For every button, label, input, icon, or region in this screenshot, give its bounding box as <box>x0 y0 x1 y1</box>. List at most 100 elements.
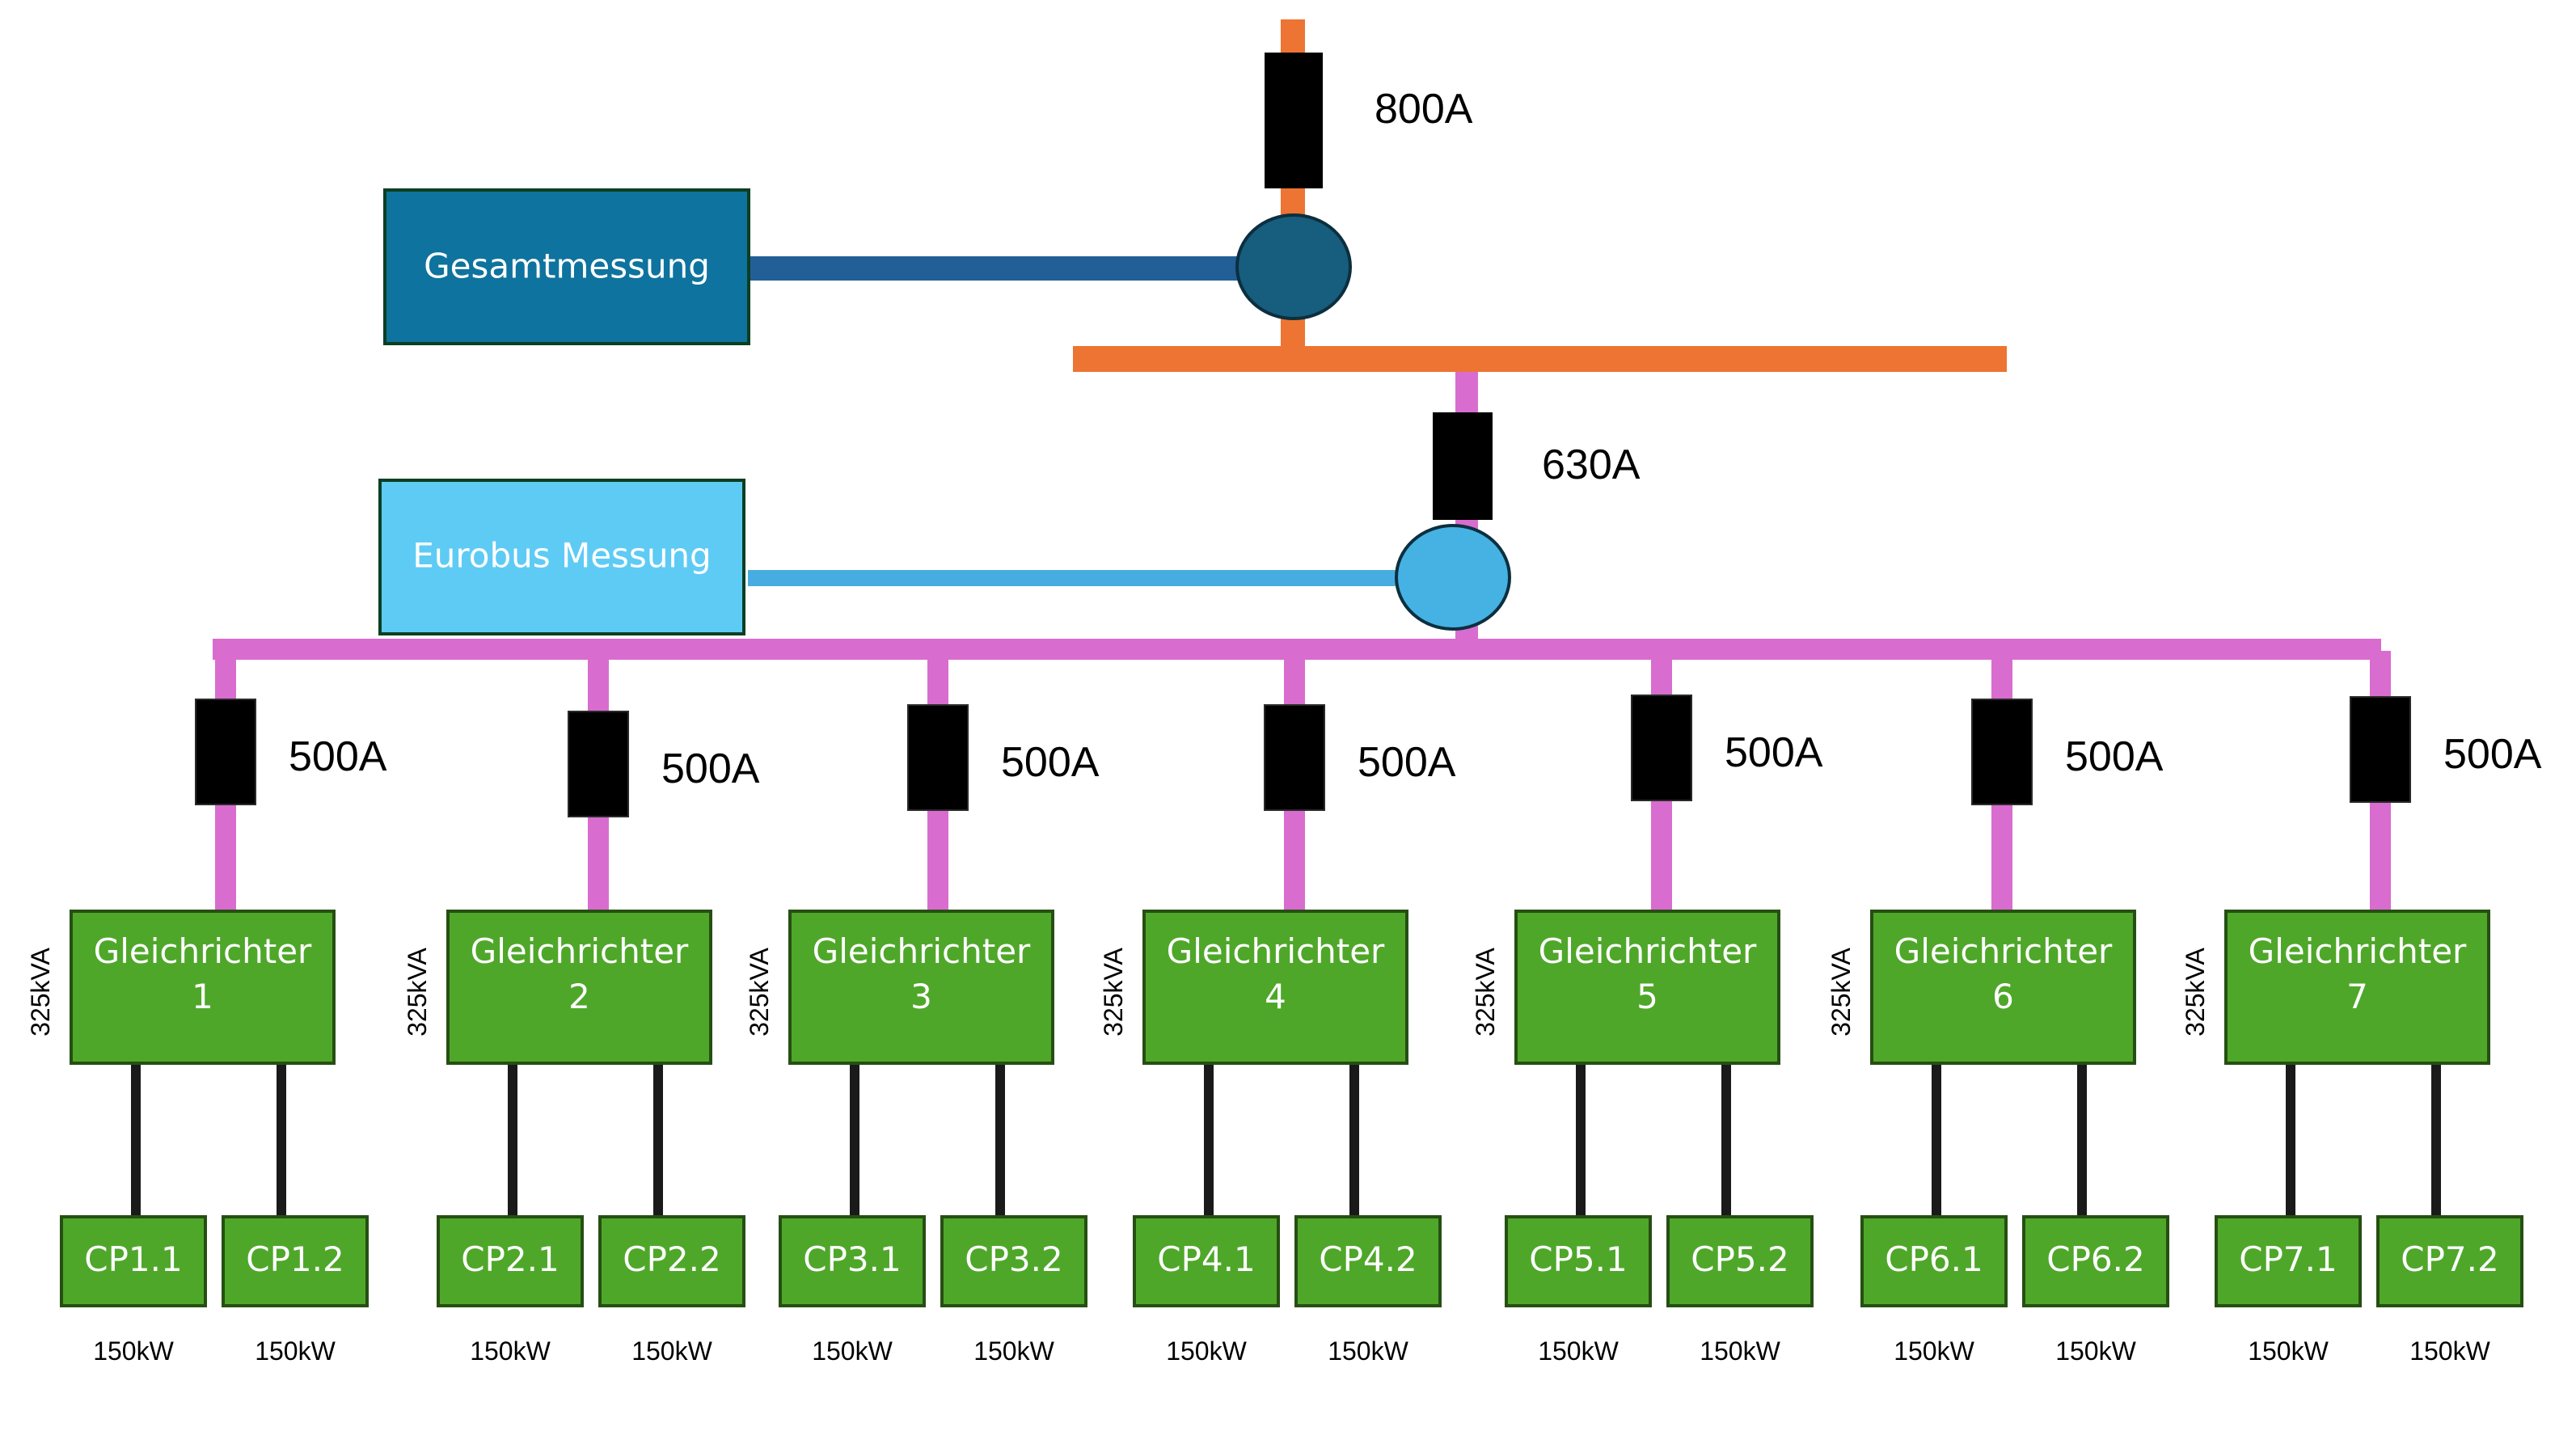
gesamt-measurement-label: Gesamtmessung <box>424 247 710 286</box>
rectifier-number: 7 <box>2346 977 2368 1016</box>
charging-point-name: CP2.1 <box>461 1239 559 1279</box>
branch-breaker-label: 500A <box>1001 739 1100 786</box>
charging-point-name: CP5.2 <box>1691 1239 1788 1279</box>
charging-point-power: 150kW <box>2409 1336 2490 1366</box>
main-breaker-label: 800A <box>1375 86 1473 133</box>
branch-breaker-label: 500A <box>661 745 760 792</box>
charging-point-box <box>1666 1215 1814 1307</box>
branch-breaker-label: 500A <box>1358 739 1456 786</box>
charging-point-power: 150kW <box>812 1336 893 1366</box>
rectifier-box <box>1514 910 1780 1065</box>
rectifier-box <box>1142 910 1408 1065</box>
rectifier-box <box>2224 910 2490 1065</box>
rectifier-number: 2 <box>568 977 590 1016</box>
charging-point-power: 150kW <box>973 1336 1054 1366</box>
charger-cable <box>995 1063 1005 1217</box>
charger-cable <box>1204 1063 1214 1217</box>
charging-point-name: CP2.2 <box>623 1239 720 1279</box>
charger-cable <box>1721 1063 1731 1217</box>
main-feed: 800A <box>1073 19 2007 372</box>
charging-point-box <box>222 1215 369 1307</box>
charging-point-name: CP7.2 <box>2401 1239 2498 1279</box>
eurobus-meter <box>1395 524 1511 631</box>
charging-point-box <box>437 1215 584 1307</box>
rectifier-box <box>446 910 712 1065</box>
charger-cable <box>653 1063 663 1217</box>
charging-point-box <box>2215 1215 2362 1307</box>
charging-point-name: CP6.1 <box>1885 1239 1983 1279</box>
sub-breaker-label: 630A <box>1542 441 1641 488</box>
rectifier-name: Gleichrichter <box>1894 931 2113 971</box>
charger-cable <box>2286 1063 2295 1217</box>
rectifier-box <box>1870 910 2136 1065</box>
charging-point-power: 150kW <box>470 1336 551 1366</box>
charger-cable <box>131 1063 141 1217</box>
rectifier-number: 1 <box>192 977 213 1016</box>
charging-point-name: CP5.1 <box>1529 1239 1627 1279</box>
charger-cable <box>277 1063 286 1217</box>
rectifier-name: Gleichrichter <box>471 931 689 971</box>
charging-point-box <box>598 1215 745 1307</box>
charging-point-box <box>1133 1215 1280 1307</box>
charging-point-name: CP3.1 <box>803 1239 901 1279</box>
eurobus-meter-line <box>748 570 1407 586</box>
main-busbar <box>1073 346 2007 372</box>
eurobus-measurement: Eurobus Messung <box>378 479 1511 635</box>
rectifier-number: 5 <box>1636 977 1658 1016</box>
rectifier-rating: 325kVA <box>2181 947 2210 1036</box>
eurobus-measurement-box <box>378 479 745 635</box>
rectifier-rating: 325kVA <box>1826 947 1856 1036</box>
charging-point-power: 150kW <box>2055 1336 2136 1366</box>
charging-point-box <box>1294 1215 1442 1307</box>
charging-point-name: CP4.1 <box>1157 1239 1255 1279</box>
charging-point-power: 150kW <box>1328 1336 1408 1366</box>
sub-breaker <box>1433 412 1493 520</box>
charging-point-name: CP1.2 <box>246 1239 344 1279</box>
branch-breaker-label: 500A <box>2065 733 2164 780</box>
charger-cable <box>850 1063 859 1217</box>
charging-point-box <box>60 1215 207 1307</box>
rectifier-name: Gleichrichter <box>1539 931 1757 971</box>
rectifier-name: Gleichrichter <box>94 931 312 971</box>
rectifier-name: Gleichrichter <box>2249 931 2467 971</box>
rectifier-number: 3 <box>910 977 932 1016</box>
rectifier-rating: 325kVA <box>26 947 55 1036</box>
charging-point-box <box>2376 1215 2523 1307</box>
gesamt-meter-line <box>748 256 1298 281</box>
charger-cable <box>1349 1063 1359 1217</box>
charging-point-power: 150kW <box>1894 1336 1974 1366</box>
charging-point-power: 150kW <box>255 1336 336 1366</box>
branch-breaker-label: 500A <box>289 733 387 780</box>
charging-point-box <box>1505 1215 1652 1307</box>
rectifier-rating: 325kVA <box>1471 947 1500 1036</box>
charging-point-name: CP7.1 <box>2239 1239 2337 1279</box>
branch-breaker <box>2350 696 2411 803</box>
branch-breaker-label: 500A <box>2443 731 2542 778</box>
charger-cable <box>2077 1063 2087 1217</box>
rectifier-number: 4 <box>1265 977 1286 1016</box>
rectifier-name: Gleichrichter <box>813 931 1031 971</box>
eurobus-measurement-label: Eurobus Messung <box>412 536 711 576</box>
branch-breaker <box>195 699 256 805</box>
charging-point-power: 150kW <box>1166 1336 1247 1366</box>
branch-breaker <box>1971 699 2033 805</box>
charging-point-box <box>779 1215 926 1307</box>
charger-cable <box>508 1063 517 1217</box>
branch-breaker <box>1264 704 1325 811</box>
rectifier-box <box>70 910 336 1065</box>
branch-breaker <box>1631 695 1692 801</box>
charging-point-name: CP1.1 <box>84 1239 182 1279</box>
charging-point-box <box>2022 1215 2169 1307</box>
charger-cable <box>1932 1063 1941 1217</box>
rectifier-rating: 325kVA <box>403 947 432 1036</box>
charging-point-name: CP4.2 <box>1319 1239 1417 1279</box>
branch-breaker-label: 500A <box>1725 729 1823 776</box>
branch-breaker <box>568 711 629 817</box>
charging-point-box <box>940 1215 1087 1307</box>
rectifier-rating: 325kVA <box>745 947 774 1036</box>
gesamt-measurement-box <box>383 188 750 345</box>
charger-cable <box>2431 1063 2441 1217</box>
charging-point-power: 150kW <box>93 1336 174 1366</box>
